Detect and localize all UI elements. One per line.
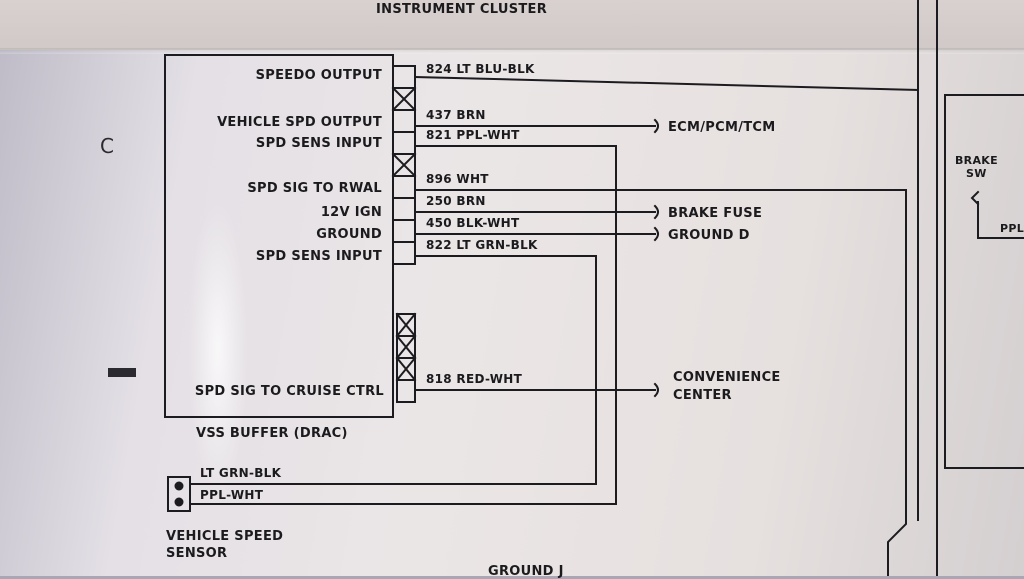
- paper-sheet: [0, 50, 1024, 576]
- ppl-label: PPL: [1000, 222, 1024, 235]
- destination-brake-fuse: BRAKE FUSE: [668, 206, 763, 221]
- wire-label-821: 821 PPL-WHT: [426, 128, 520, 142]
- destination-convenience: CONVENIENCE: [673, 370, 781, 385]
- pin-label-speedo-output: SPEEDO OUTPUT: [255, 68, 382, 83]
- sensor-pin-b: [174, 497, 184, 507]
- ground-j-label: GROUND J: [488, 564, 564, 579]
- destination-ground-d: GROUND D: [668, 228, 750, 243]
- right-panel-box: [944, 94, 1024, 469]
- connector-cavity-8: [392, 219, 416, 243]
- continuation-ecm: [653, 118, 659, 134]
- wire-label-822: 822 LT GRN-BLK: [426, 238, 538, 252]
- brake-switch-wire: [977, 201, 1024, 239]
- sensor-wire-label-grn: LT GRN-BLK: [200, 466, 282, 480]
- pin-label-spd-sig-to-rwal: SPD SIG TO RWAL: [247, 181, 382, 196]
- sensor-wire-label-ppl: PPL-WHT: [200, 488, 264, 502]
- sensor-name-line1: VEHICLE SPEED: [166, 529, 284, 544]
- wire-label-896: 896 WHT: [426, 172, 489, 186]
- wire-label-250: 250 BRN: [426, 194, 486, 208]
- connector-cavity-13: [396, 379, 416, 403]
- wire-label-450: 450 BLK-WHT: [426, 216, 520, 230]
- connector-cavity-7: [392, 197, 416, 221]
- margin-dash-marker: [108, 368, 136, 377]
- paper-fold: [0, 48, 1024, 54]
- pin-label-ground: GROUND: [316, 227, 382, 242]
- brake-switch-label: BRAKE: [955, 154, 998, 167]
- pin-label-vehicle-spd-output: VEHICLE SPD OUTPUT: [217, 115, 382, 130]
- light-glare: [188, 200, 248, 500]
- destination-center: CENTER: [673, 388, 732, 403]
- pin-label-spd-sens-input-a: SPD SENS INPUT: [255, 136, 382, 151]
- sensor-connector: [167, 476, 191, 512]
- module-name: VSS BUFFER (DRAC): [196, 426, 348, 441]
- pin-label-spd-sig-to-cruise: SPD SIG TO CRUISE CTRL: [194, 384, 384, 399]
- pin-label-12v-ign: 12V IGN: [320, 205, 382, 220]
- connector-cavity-6: [392, 175, 416, 199]
- wire-896: [414, 189, 907, 576]
- brake-switch-sw-label: SW: [966, 167, 987, 180]
- wire-label-818: 818 RED-WHT: [426, 372, 523, 386]
- connector-cavity-1: [392, 65, 416, 89]
- row-letter: C: [100, 134, 115, 158]
- wire-821: [189, 145, 617, 505]
- wire-822: [189, 255, 597, 485]
- section-title: INSTRUMENT CLUSTER: [376, 2, 548, 17]
- pin-label-spd-sens-input-b: SPD SENS INPUT: [255, 249, 382, 264]
- wire-label-437: 437 BRN: [426, 108, 486, 122]
- connector-cavity-3: [392, 109, 416, 133]
- brake-switch-symbol: [970, 190, 980, 206]
- sensor-pin-a: [174, 481, 184, 491]
- connector-cavity-4: [392, 131, 416, 155]
- paper-upper-panel: [0, 0, 1024, 56]
- continuation-convenience: [653, 382, 659, 398]
- wire-label-824: 824 LT BLU-BLK: [426, 62, 535, 76]
- destination-ecm: ECM/PCM/TCM: [668, 120, 776, 135]
- sensor-name-line2: SENSOR: [166, 546, 228, 561]
- wire-824: [413, 75, 920, 92]
- connector-cavity-9: [392, 241, 416, 265]
- continuation-brake-fuse: [653, 204, 659, 220]
- continuation-ground: [653, 226, 659, 242]
